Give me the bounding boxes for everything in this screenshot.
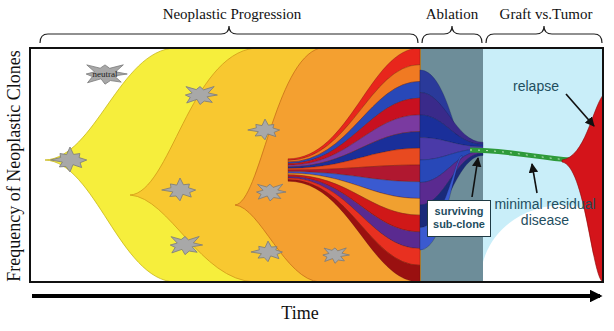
bracket [40,26,418,43]
neutral-blob [86,65,127,84]
callout-box: surviving sub-clone [427,200,491,237]
founder-clone [45,48,420,282]
residual-strand [470,150,570,160]
axis-title: Frequency of Neoplastic Clones [4,50,25,281]
leader-arrow [566,94,594,126]
neutral-clone [257,184,287,201]
neutral-clone [162,178,196,201]
node-text: neutral [93,69,118,79]
axis-title: Time [281,303,318,324]
bracket [486,26,602,43]
relapse-clone [562,95,603,282]
neutral-clone [51,147,87,172]
neutral-clone [185,87,217,105]
neutral-clone [323,248,350,263]
neutral-clones [51,87,350,264]
bracket [422,26,482,43]
section-heading: Ablation [426,6,479,23]
third-clone [235,48,420,282]
ablation-region [420,48,483,282]
section-heading: Neoplastic Progression [163,6,302,23]
brackets [40,26,602,43]
leader-arrow [532,164,537,193]
plot-frame [30,48,603,282]
section-heading: Graft vs.Tumor [500,6,593,23]
neutral-clone [248,119,280,140]
leader-arrow [472,158,478,197]
node-text: surviving sub-clone [432,205,486,230]
neutral-clone [170,237,202,255]
leader-arrows [472,94,594,197]
second-clone [130,48,420,282]
subclone [288,180,420,282]
residual-strand-core [470,150,570,160]
graft-region [483,48,603,282]
callout-label: minimal residual disease [489,196,601,228]
neutral-clone: neutral [78,60,132,88]
callout-label: relapse [513,78,559,94]
subclone-fan [288,48,420,282]
neutral-clone [251,241,282,262]
time-arrow [32,294,600,298]
